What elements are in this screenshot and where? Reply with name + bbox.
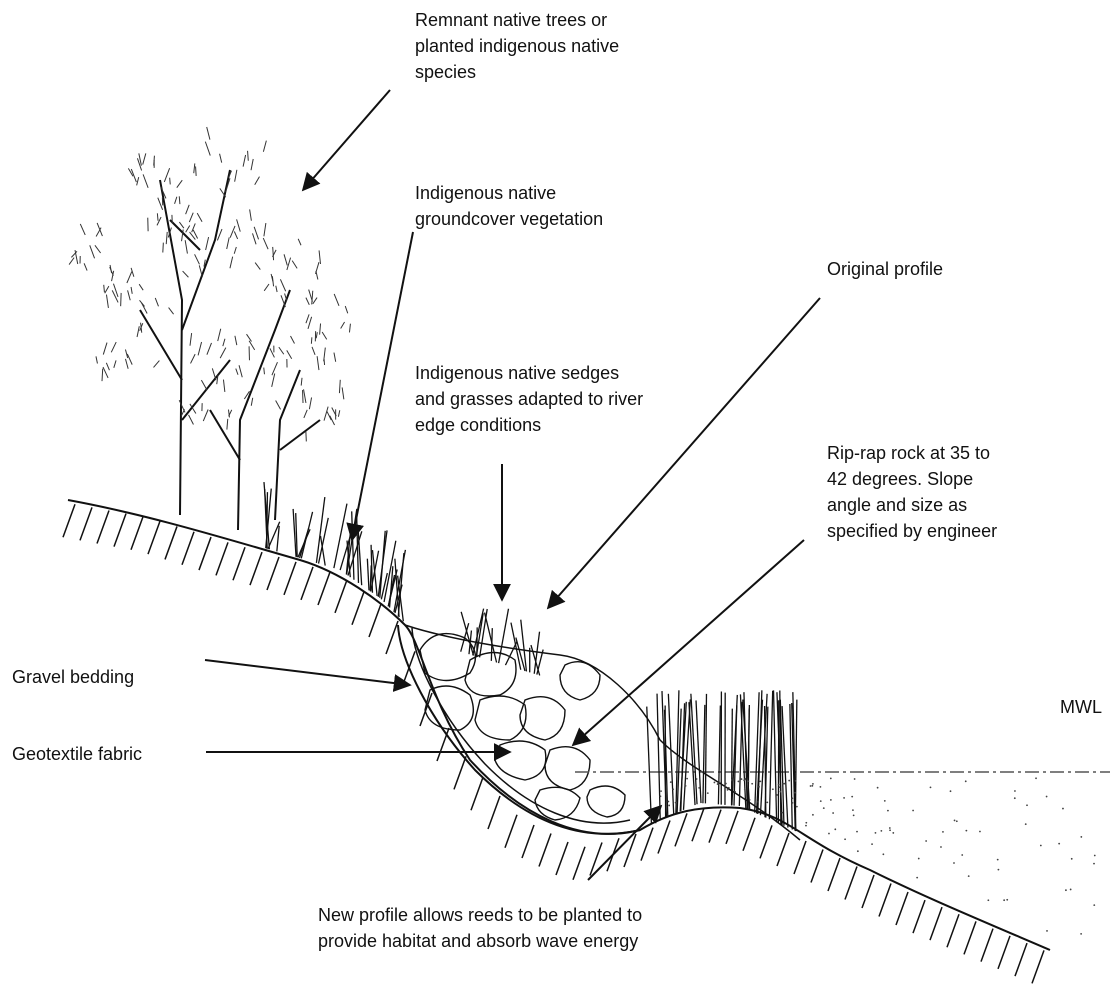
tree-foliage <box>69 127 350 442</box>
arrow-riprap <box>573 540 804 745</box>
label-new-profile: New profile allows reeds to be planted t… <box>318 902 838 954</box>
arrow-groundcover <box>352 232 413 540</box>
label-gravel-bedding: Gravel bedding <box>12 664 212 690</box>
label-groundcover: Indigenous native groundcover vegetation <box>415 180 735 232</box>
ground-surface <box>68 500 1050 950</box>
label-geotextile-fabric: Geotextile fabric <box>12 741 212 767</box>
label-remnant-trees: Remnant native trees or planted indigeno… <box>415 7 735 85</box>
native-trees <box>140 170 320 530</box>
label-original-profile: Original profile <box>827 256 1047 282</box>
planted-reeds <box>647 690 797 831</box>
arrow-gravel-bedding <box>205 660 410 685</box>
label-sedges-grasses: Indigenous native sedges and grasses ada… <box>415 360 735 438</box>
arrow-new-profile <box>588 806 661 880</box>
label-mwl: MWL <box>1060 694 1119 720</box>
arrow-remnant-trees <box>303 90 390 190</box>
label-riprap-rock: Rip-rap rock at 35 to 42 degrees. Slope … <box>827 440 1087 544</box>
